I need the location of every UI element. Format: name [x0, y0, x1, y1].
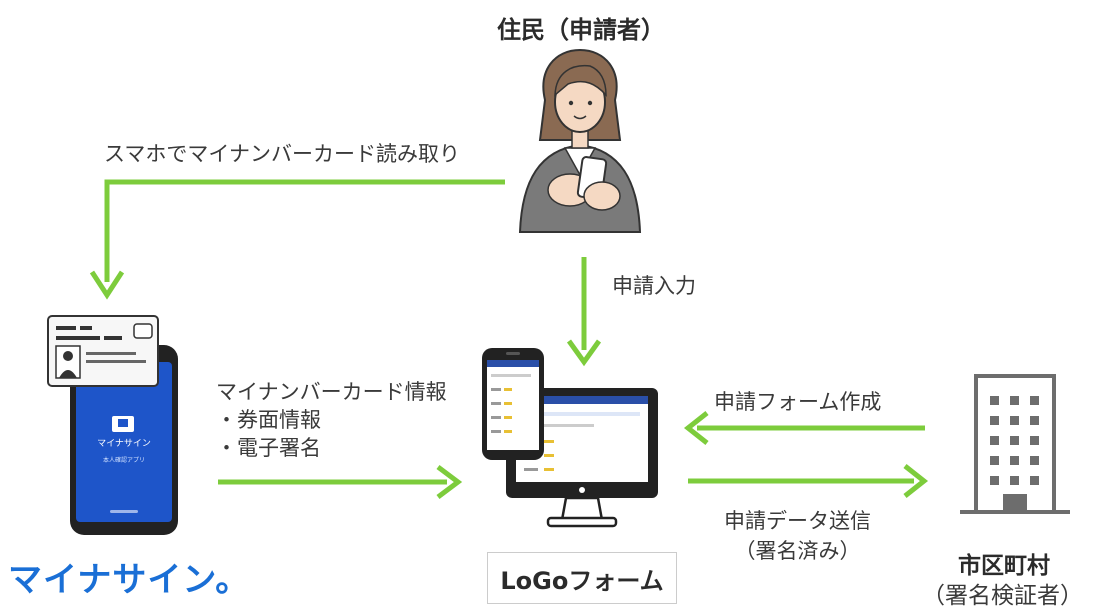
data-send-line1: 申請データ送信 — [724, 509, 871, 533]
card-read-label: スマホでマイナンバーカード読み取り — [104, 142, 460, 166]
app-name-text: マイナサイン — [97, 438, 151, 448]
data-send-line2: （署名済み） — [734, 539, 861, 563]
apply-input-label: 申請入力 — [612, 274, 696, 298]
mynumber-card-icon — [47, 315, 159, 387]
myna-sign-logo: マイナサイン。 — [8, 560, 251, 600]
card-info-label: マイナンバーカード情報 ・券面情報 ・電子署名 — [216, 378, 447, 462]
municipality-building-icon — [960, 374, 1070, 514]
arrow-card-info — [218, 465, 463, 499]
form-create-label: 申請フォーム作成 — [714, 390, 882, 414]
resident-person-icon — [518, 48, 642, 233]
arrow-data-send — [688, 464, 929, 498]
municipality-title: 市区町村 — [958, 553, 1050, 579]
logo-form-logo-box: LoGoフォーム — [487, 552, 677, 604]
arrow-apply-input — [566, 257, 602, 367]
logo-form-logo: LoGoフォーム — [500, 566, 664, 595]
arrow-card-read — [89, 179, 505, 300]
card-info-item-face: ・券面情報 — [216, 408, 321, 432]
logo-form-phone-icon — [482, 348, 544, 460]
resident-title: 住民（申請者） — [497, 16, 665, 44]
data-send-label: 申請データ送信 （署名済み） — [724, 506, 871, 566]
app-sub-text: 本人確認アプリ — [103, 456, 145, 464]
arrow-form-create — [683, 411, 925, 445]
municipality-sub: （署名検証者） — [922, 583, 1083, 609]
myna-phone-icon: マイナサイン 本人確認アプリ — [70, 345, 178, 535]
card-info-item-signature: ・電子署名 — [216, 436, 321, 460]
card-info-title: マイナンバーカード情報 — [216, 380, 447, 404]
